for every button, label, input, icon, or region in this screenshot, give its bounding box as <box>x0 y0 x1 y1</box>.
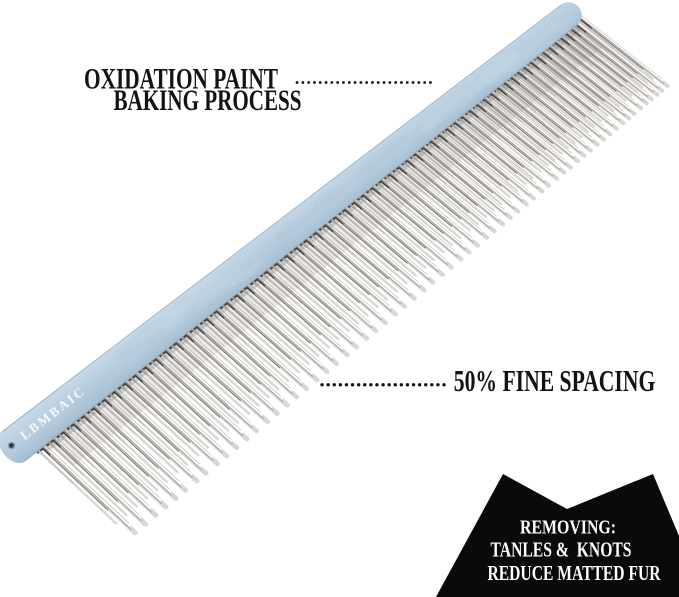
svg-text:TANLES & KNOTS: TANLES & KNOTS <box>491 540 632 562</box>
svg-text:OXIDATION PAINT: OXIDATION PAINT <box>84 63 278 95</box>
svg-text:BAKING PROCESS: BAKING PROCESS <box>114 85 302 117</box>
svg-text:REMOVING:: REMOVING: <box>520 516 616 538</box>
svg-text:50% FINE SPACING: 50% FINE SPACING <box>454 363 656 398</box>
svg-text:REDUCE MATTED FUR: REDUCE MATTED FUR <box>488 563 662 585</box>
